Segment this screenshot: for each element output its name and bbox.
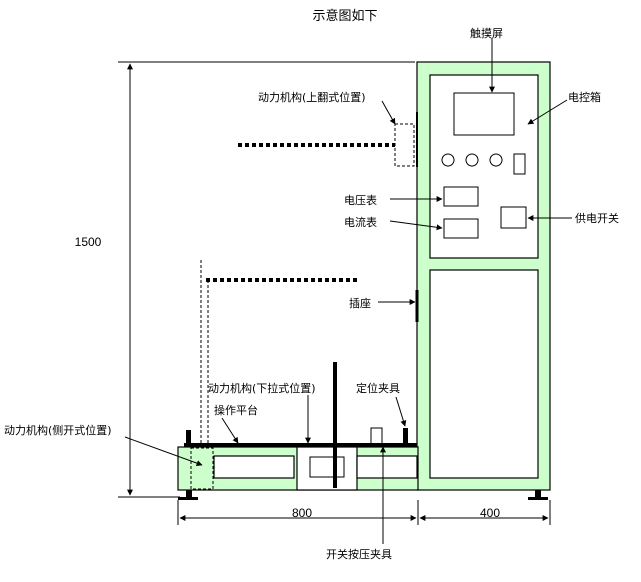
voltmeter-label: 电压表	[344, 193, 377, 207]
width-left-value: 800	[292, 506, 312, 520]
operation-platform-label: 操作平台	[214, 403, 258, 417]
height-value: 1500	[75, 235, 102, 249]
power-mech-side-leader	[124, 436, 203, 466]
height-dimension	[118, 61, 415, 498]
positioning-fixture-label: 定位夹具	[356, 381, 400, 395]
control-box-leader	[527, 99, 568, 125]
voltmeter	[443, 186, 479, 207]
platform-post-left	[186, 430, 191, 446]
power-switch	[500, 206, 527, 229]
power-mech-top-leader	[381, 100, 396, 125]
power-switch-label: 供电开关	[575, 211, 619, 225]
switch-press-fixture-label: 开关按压夹具	[326, 547, 392, 561]
ammeter-leader	[389, 220, 443, 231]
socket-label: 插座	[349, 296, 371, 310]
width-dimension	[177, 500, 551, 525]
power-mech-bottom-label: 动力机构(下拉式位置)	[208, 381, 316, 395]
selector-switch	[513, 153, 526, 175]
ammeter-label: 电流表	[344, 215, 377, 229]
positioning-fixture-leader	[395, 396, 407, 427]
touch-screen-label: 触摸屏	[470, 26, 503, 40]
base-frame	[177, 446, 419, 491]
positioning-fixture	[403, 428, 408, 446]
ammeter	[443, 218, 479, 239]
diagram-title: 示意图如下	[312, 8, 377, 24]
control-box-label: 电控箱	[568, 90, 601, 104]
power-mech-side-label: 动力机构(侧开式位置)	[4, 423, 112, 437]
power-mech-side-body	[190, 447, 214, 490]
indicator-light-2	[465, 153, 479, 167]
indicator-light-1	[441, 153, 455, 167]
width-right-value: 400	[480, 506, 500, 520]
touch-screen	[453, 92, 515, 136]
indicator-light-3	[489, 153, 503, 167]
operation-platform-leader	[221, 417, 239, 444]
press-fixture-block	[370, 427, 383, 446]
control-cabinet-frame	[416, 61, 551, 491]
power-mech-top-label: 动力机构(上翻式位置)	[258, 90, 366, 104]
power-mech-top-body	[394, 123, 415, 167]
support-feet	[178, 490, 548, 500]
